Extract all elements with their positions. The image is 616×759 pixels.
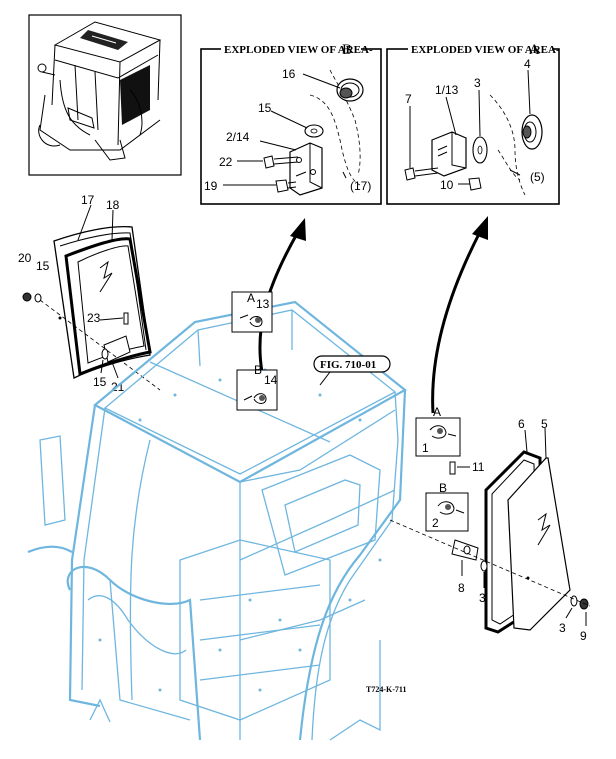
callout-8: 8 [458, 581, 465, 595]
callout-10: 10 [440, 178, 454, 192]
callout-18: 18 [106, 198, 120, 212]
callout-6: 6 [518, 417, 525, 431]
callout-15: 15 [258, 101, 272, 115]
marker-b-top: B [254, 363, 262, 377]
right-door-glass: 6 5 11 8 3 3 9 [389, 417, 591, 643]
callout-15-top: 15 [36, 259, 50, 273]
callout-2: 2 [432, 516, 439, 530]
callout-3: 3 [474, 76, 481, 90]
callout-13: 13 [256, 297, 270, 311]
marker-b-right: B [439, 481, 447, 495]
area-b-letter: B [342, 42, 352, 58]
callout-3-left: 3 [479, 591, 486, 605]
callout-19: 19 [204, 179, 218, 193]
left-door-glass: 17 18 20 15 23 15 21 [18, 193, 161, 394]
area-markers: A 13 B 14 FIG. 710-01 A 1 B 2 [231, 291, 469, 532]
callout-7: 7 [405, 92, 412, 106]
callout-4: 4 [524, 57, 531, 71]
callout-5-ref: (5) [530, 170, 545, 184]
callout-2-14: 2/14 [226, 130, 250, 144]
callout-9: 9 [580, 629, 587, 643]
callout-16: 16 [282, 67, 296, 81]
exploded-view-area-a: EXPLODED VIEW OF AREA- A 7 1/13 3 4 10 ( [386, 40, 560, 205]
callout-3-right: 3 [559, 621, 566, 635]
callout-5: 5 [541, 417, 548, 431]
callout-1: 1 [422, 441, 429, 455]
callout-14: 14 [264, 373, 278, 387]
callout-17-ref: (17) [350, 179, 371, 193]
callout-1-13: 1/13 [435, 83, 459, 97]
reference-arrows [258, 216, 488, 414]
callout-22: 22 [219, 155, 233, 169]
area-a-letter: A [529, 42, 540, 58]
cab-thumbnail [28, 14, 182, 176]
area-b-title: EXPLODED VIEW OF AREA- [224, 44, 373, 56]
callout-11: 11 [472, 460, 485, 474]
exploded-view-area-b: EXPLODED VIEW OF AREA- B 16 15 2/14 [200, 40, 382, 205]
drawing-code: T724-K-711 [366, 685, 406, 694]
marker-a-top: A [247, 291, 255, 305]
cab-frame [27, 300, 407, 741]
area-a-title: EXPLODED VIEW OF AREA- [411, 44, 560, 56]
callout-23: 23 [87, 311, 101, 325]
figure-reference: FIG. 710-01 [320, 359, 376, 371]
callout-20: 20 [18, 251, 32, 265]
callout-17: 17 [81, 193, 95, 207]
callout-15-bottom: 15 [93, 375, 107, 389]
marker-a-right: A [433, 405, 441, 419]
